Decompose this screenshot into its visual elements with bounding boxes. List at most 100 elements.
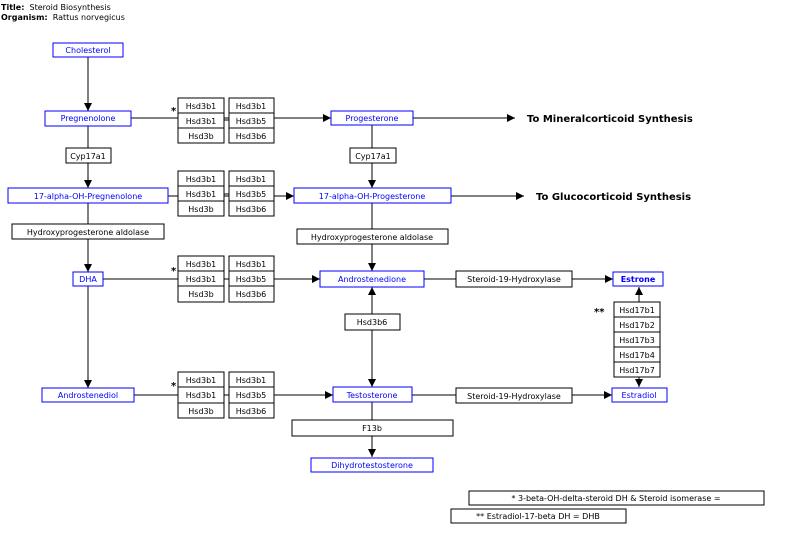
pathway-title: Steroid Biosynthesis xyxy=(29,3,111,12)
svg-text:Hsd17b3: Hsd17b3 xyxy=(619,336,655,345)
svg-text:Steroid-19-Hydroxylase: Steroid-19-Hydroxylase xyxy=(467,392,561,401)
gene-hydroxyprogesterone-aldolase-left[interactable]: Hydroxyprogesterone aldolase xyxy=(11,223,165,240)
svg-text:Hydroxyprogesterone aldolase: Hydroxyprogesterone aldolase xyxy=(27,228,149,237)
gene-hsd17b3[interactable]: Hsd17b3 xyxy=(613,331,661,348)
star-marker-1: * xyxy=(171,106,177,117)
gene-steroid-19-hydroxylase-bottom[interactable]: Steroid-19-Hydroxylase xyxy=(455,387,573,404)
svg-text:Hsd3b5: Hsd3b5 xyxy=(236,117,267,126)
svg-text:Hsd17b2: Hsd17b2 xyxy=(619,321,655,330)
gene-hsd17b7[interactable]: Hsd17b7 xyxy=(613,361,661,378)
gene-hsd3b1-d2[interactable]: Hsd3b1 xyxy=(177,386,225,404)
svg-text:F13b: F13b xyxy=(362,424,382,433)
metabolite-17-alpha-oh-pregnenolone[interactable]: 17-alpha-OH-Pregnenolone xyxy=(7,187,169,204)
svg-text:Pregnenolone: Pregnenolone xyxy=(61,114,116,123)
gene-hsd3b1-a2[interactable]: Hsd3b1 xyxy=(177,112,225,129)
metabolite-estrone[interactable]: Estrone xyxy=(612,271,664,287)
svg-text:Estradiol: Estradiol xyxy=(622,391,657,400)
gene-hsd3b-a[interactable]: Hsd3b xyxy=(177,127,225,144)
title-label: Title: xyxy=(1,3,25,12)
gene-hsd3b1-b3[interactable]: Hsd3b1 xyxy=(228,170,275,187)
svg-text:Hsd3b5: Hsd3b5 xyxy=(236,190,267,199)
svg-text:Hsd3b1: Hsd3b1 xyxy=(186,190,217,199)
star-marker-2: * xyxy=(171,266,177,277)
svg-text:Progesterone: Progesterone xyxy=(346,114,399,123)
metabolite-progesterone[interactable]: Progesterone xyxy=(330,110,414,126)
svg-text:Cyp17a1: Cyp17a1 xyxy=(70,152,106,161)
gene-hsd17b2[interactable]: Hsd17b2 xyxy=(613,316,661,333)
label-to-mineralcorticoid[interactable]: To Mineralcorticoid Synthesis xyxy=(527,114,693,125)
metabolite-androstenediol[interactable]: Androstenediol xyxy=(41,387,135,403)
gene-hsd3b6-middle[interactable]: Hsd3b6 xyxy=(344,313,401,331)
organism-line: Organism: Rattus norvegicus xyxy=(1,13,125,22)
gene-hsd3b1-c3[interactable]: Hsd3b1 xyxy=(228,255,275,272)
gene-hsd3b1-c2[interactable]: Hsd3b1 xyxy=(177,270,225,287)
metabolite-dha[interactable]: DHA xyxy=(72,271,104,287)
gene-hsd3b6-d[interactable]: Hsd3b6 xyxy=(228,402,275,419)
svg-text:Hsd3b1: Hsd3b1 xyxy=(186,175,217,184)
gene-hsd3b6-c[interactable]: Hsd3b6 xyxy=(228,285,275,303)
gene-hsd17b4[interactable]: Hsd17b4 xyxy=(613,346,661,363)
metabolite-pregnenolone[interactable]: Pregnenolone xyxy=(44,110,132,127)
svg-text:Cyp17a1: Cyp17a1 xyxy=(355,152,391,161)
metabolite-17-alpha-oh-progesterone[interactable]: 17-alpha-OH-Progesterone xyxy=(293,187,452,204)
svg-text:Hsd3b1: Hsd3b1 xyxy=(236,376,267,385)
gene-hsd3b1-b1[interactable]: Hsd3b1 xyxy=(177,170,225,187)
gene-hsd3b1-a1[interactable]: Hsd3b1 xyxy=(177,97,225,114)
svg-text:Steroid-19-Hydroxylase: Steroid-19-Hydroxylase xyxy=(467,275,561,284)
gene-hsd3b-d[interactable]: Hsd3b xyxy=(177,402,225,419)
metabolite-cholesterol[interactable]: Cholesterol xyxy=(52,42,124,58)
svg-text:Cholesterol: Cholesterol xyxy=(65,46,110,55)
gene-hsd3b5-c[interactable]: Hsd3b5 xyxy=(228,270,275,287)
gene-hsd3b1-b2[interactable]: Hsd3b1 xyxy=(177,185,225,202)
svg-text:Hsd3b6: Hsd3b6 xyxy=(236,407,267,416)
label-to-glucocorticoid[interactable]: To Glucocorticoid Synthesis xyxy=(536,192,691,203)
svg-text:Hsd3b1: Hsd3b1 xyxy=(236,260,267,269)
svg-text:Hsd3b: Hsd3b xyxy=(188,205,213,214)
svg-text:Hsd3b1: Hsd3b1 xyxy=(236,102,267,111)
svg-text:17-alpha-OH-Pregnenolone: 17-alpha-OH-Pregnenolone xyxy=(34,192,142,201)
gene-hsd3b6-a[interactable]: Hsd3b6 xyxy=(228,127,275,144)
organism-label: Organism: xyxy=(1,13,48,22)
gene-hydroxyprogesterone-aldolase-right[interactable]: Hydroxyprogesterone aldolase xyxy=(296,228,449,245)
svg-text:Hsd3b1: Hsd3b1 xyxy=(186,275,217,284)
svg-text:Hsd17b7: Hsd17b7 xyxy=(619,366,655,375)
metabolite-testosterone[interactable]: Testosterone xyxy=(332,386,413,403)
legend-note-1: * 3-beta-OH-delta-steroid DH & Steroid i… xyxy=(468,490,765,506)
metabolite-androstenedione[interactable]: Androstenedione xyxy=(319,270,425,288)
svg-text:Hsd3b6: Hsd3b6 xyxy=(236,205,267,214)
svg-text:Hsd3b1: Hsd3b1 xyxy=(186,376,217,385)
svg-text:Hsd17b1: Hsd17b1 xyxy=(619,306,655,315)
gene-hsd3b-b[interactable]: Hsd3b xyxy=(177,200,225,217)
svg-text:17-alpha-OH-Progesterone: 17-alpha-OH-Progesterone xyxy=(319,192,426,201)
gene-hsd3b5-b[interactable]: Hsd3b5 xyxy=(228,185,275,202)
svg-text:* 3-beta-OH-delta-steroid DH &: * 3-beta-OH-delta-steroid DH & Steroid i… xyxy=(511,494,720,503)
svg-text:Hsd3b6: Hsd3b6 xyxy=(236,132,267,141)
svg-text:Hsd3b: Hsd3b xyxy=(188,132,213,141)
gene-hsd3b-c[interactable]: Hsd3b xyxy=(177,285,225,303)
gene-hsd3b5-a[interactable]: Hsd3b5 xyxy=(228,112,275,129)
gene-f13b[interactable]: F13b xyxy=(291,419,454,437)
svg-text:Hsd3b6: Hsd3b6 xyxy=(357,318,388,327)
gene-steroid-19-hydroxylase-top[interactable]: Steroid-19-Hydroxylase xyxy=(455,270,573,288)
svg-text:Hsd3b1: Hsd3b1 xyxy=(186,260,217,269)
gene-hsd3b1-d1[interactable]: Hsd3b1 xyxy=(177,371,225,388)
gene-hsd3b1-c1[interactable]: Hsd3b1 xyxy=(177,255,225,272)
gene-hsd3b6-b[interactable]: Hsd3b6 xyxy=(228,200,275,217)
svg-text:Dihydrotestosterone: Dihydrotestosterone xyxy=(331,461,413,470)
gene-hsd3b5-d[interactable]: Hsd3b5 xyxy=(228,386,275,404)
metabolite-dihydrotestosterone[interactable]: Dihydrotestosterone xyxy=(310,457,434,473)
svg-text:Androstenediol: Androstenediol xyxy=(58,391,118,400)
metabolite-estradiol[interactable]: Estradiol xyxy=(611,387,668,403)
svg-text:** Estradiol-17-beta DH = DHB: ** Estradiol-17-beta DH = DHB xyxy=(476,512,600,521)
gene-hsd17b1[interactable]: Hsd17b1 xyxy=(613,301,661,318)
svg-text:Hsd3b1: Hsd3b1 xyxy=(186,117,217,126)
pathway-title-line: Title: Steroid Biosynthesis xyxy=(1,3,111,12)
gene-hsd3b1-d3[interactable]: Hsd3b1 xyxy=(228,371,275,388)
svg-text:Hsd3b5: Hsd3b5 xyxy=(236,275,267,284)
svg-text:Estrone: Estrone xyxy=(621,275,656,284)
gene-cyp17a1-right[interactable]: Cyp17a1 xyxy=(349,147,397,164)
svg-text:Hsd3b5: Hsd3b5 xyxy=(236,391,267,400)
gene-hsd3b1-a3[interactable]: Hsd3b1 xyxy=(228,97,275,114)
gene-cyp17a1-left[interactable]: Cyp17a1 xyxy=(65,147,112,164)
